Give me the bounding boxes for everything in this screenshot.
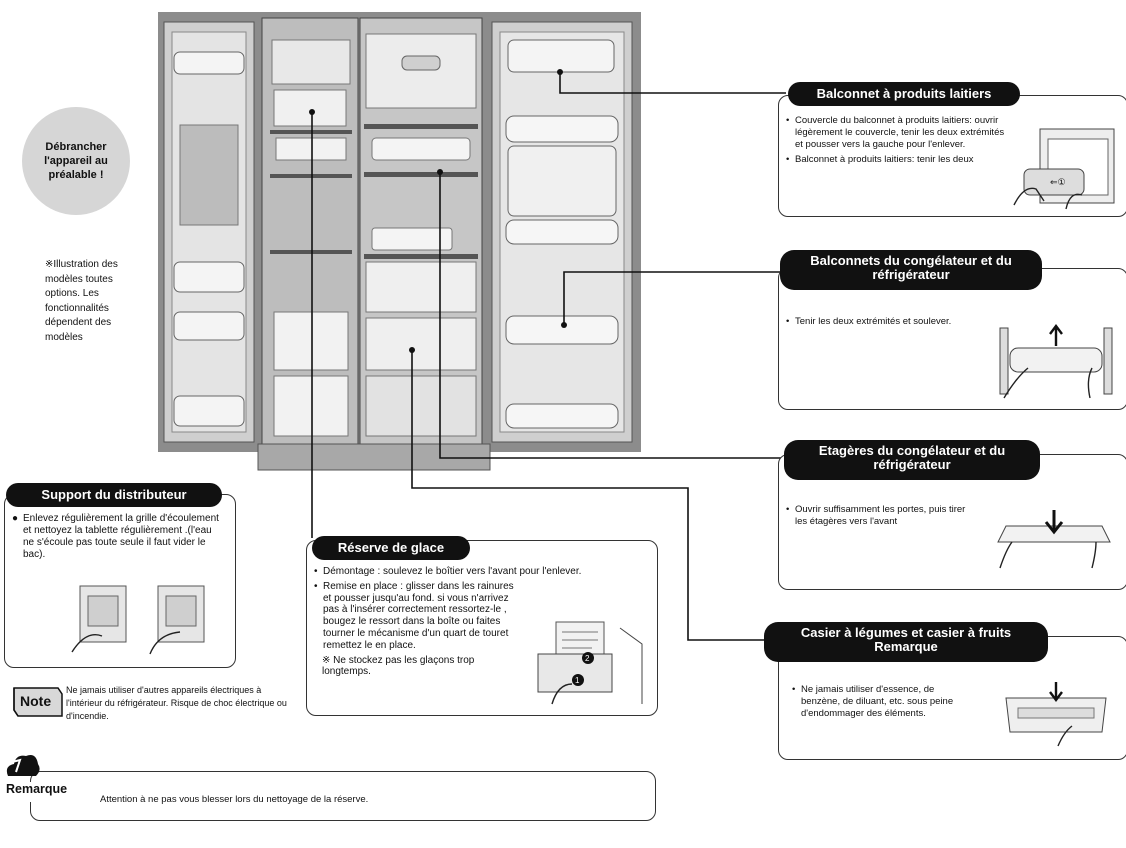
freezer-door-bin — [173, 395, 245, 427]
crisper-title: Casier à légumes et casier à fruits Rema… — [764, 622, 1048, 662]
illustration-note: ※Illustration des modèles toutes options… — [45, 259, 118, 343]
crisper-illustration — [1005, 682, 1107, 747]
ice-bin — [273, 89, 347, 127]
crisper-text: Ne jamais utiliser d'essence, de benzène… — [792, 684, 972, 723]
ice-item: Démontage : soulevez le boîtier vers l'a… — [314, 566, 646, 578]
remark-text: Attention à ne pas vous blesser lors du … — [100, 794, 369, 805]
unplug-notice: Débrancher l'appareil au préalable ! — [22, 107, 130, 215]
door-bin — [505, 219, 619, 245]
shelf-illustration — [997, 510, 1111, 569]
ice-item: Remise en place : glisser dans les rainu… — [314, 581, 523, 652]
dairy-lid-illustration: ⇐① — [1013, 128, 1115, 210]
dairy-item: Couvercle du balconnet à produits laitie… — [786, 115, 1008, 151]
door-bins-title: Balconnets du congélateur et du réfrigér… — [780, 250, 1042, 290]
door-bins-item: Tenir les deux extrémités et soulever. — [786, 316, 986, 328]
dairy-bin — [507, 39, 615, 73]
leader-lines — [311, 72, 786, 641]
ice-note: ※ Ne stockez pas les glaçons trop longte… — [322, 654, 475, 678]
remark-label: Remarque — [6, 782, 86, 802]
dispenser-item: Enlevez régulièrement la grille d'écoule… — [23, 513, 219, 560]
dispenser-title: Support du distributeur — [6, 483, 222, 507]
freezer-drawer — [273, 375, 349, 437]
door-bin — [505, 315, 619, 345]
door-bin — [505, 403, 619, 429]
door-bins-text: Tenir les deux extrémités et soulever. — [786, 316, 986, 331]
freezer-door-bin — [173, 311, 245, 341]
freezer-drawer — [273, 311, 349, 371]
shelves-item: Ouvrir suffisamment les portes, puis tir… — [786, 504, 976, 528]
ice-maker — [271, 39, 351, 85]
remark-cloud-icon — [6, 749, 40, 776]
top-panel — [365, 33, 477, 109]
fridge-shelf — [364, 172, 478, 177]
svg-text:⇐①: ⇐① — [1050, 177, 1066, 187]
dispenser-text: ● Enlevez régulièrement la grille d'écou… — [12, 513, 224, 561]
fridge-shelf — [364, 124, 478, 129]
crisper-item: Ne jamais utiliser d'essence, de benzène… — [792, 684, 972, 720]
crisper-drawer — [365, 317, 477, 371]
dispenser-illustration — [71, 585, 205, 655]
ice-text: Démontage : soulevez le boîtier vers l'a… — [314, 566, 646, 678]
note-text: Ne jamais utiliser d'autres appareils él… — [66, 685, 287, 722]
shelves-title: Etagères du congélateur et du réfrigérat… — [784, 440, 1040, 480]
svg-text:1: 1 — [575, 676, 580, 685]
dairy-item: Balconnet à produits laitiers: tenir les… — [786, 154, 1008, 166]
dairy-title: Balconnet à produits laitiers — [788, 82, 1020, 106]
shelves-text: Ouvrir suffisamment les portes, puis tir… — [786, 504, 976, 531]
ice-bin-illustration: 2 1 — [537, 621, 643, 705]
freezer-shelf — [270, 250, 352, 254]
ice-title: Réserve de glace — [312, 536, 470, 560]
door-box — [507, 145, 617, 217]
note-badge: Note — [10, 684, 64, 720]
remark-box — [30, 771, 656, 821]
dairy-text: Couvercle du balconnet à produits laitie… — [786, 115, 1008, 170]
freezer-door-bin — [173, 51, 245, 75]
base-grille — [257, 443, 491, 471]
bottom-drawer — [365, 375, 477, 437]
small-tray — [371, 227, 453, 251]
egg-tray — [371, 137, 471, 161]
door-bin-illustration — [999, 324, 1113, 399]
dispenser-recess — [179, 124, 239, 226]
freezer-shelf — [270, 174, 352, 178]
fridge-shelf — [364, 254, 478, 259]
freezer-door-bin — [173, 261, 245, 293]
note-icon — [13, 687, 63, 717]
crisper-drawer — [365, 261, 477, 313]
door-bin — [505, 115, 619, 143]
svg-text:2: 2 — [585, 654, 590, 663]
